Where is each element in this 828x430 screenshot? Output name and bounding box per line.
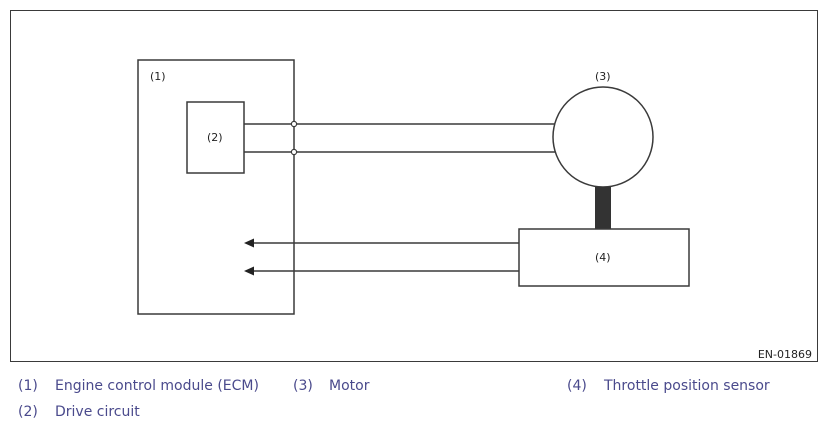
ecm-label: (1) bbox=[150, 70, 166, 83]
legend-text-2: Drive circuit bbox=[55, 404, 140, 420]
legend-row-1: (1) Engine control module (ECM) (3) Moto… bbox=[18, 378, 818, 398]
legend-text-1: Engine control module (ECM) bbox=[55, 378, 259, 394]
legend-num-3: (3) bbox=[293, 378, 313, 394]
legend-num-2: (2) bbox=[18, 404, 38, 420]
legend-num-4: (4) bbox=[567, 378, 587, 394]
signal-arrow-lower bbox=[244, 266, 254, 276]
figure-code: EN-01869 bbox=[758, 348, 812, 361]
terminal-lower bbox=[290, 148, 298, 156]
legend-text-4: Throttle position sensor bbox=[604, 378, 770, 394]
legend-row-2: (2) Drive circuit bbox=[18, 404, 418, 424]
drive-circuit-box bbox=[186, 101, 245, 174]
legend-text-3: Motor bbox=[329, 378, 370, 394]
sensor-box bbox=[518, 228, 690, 287]
sensor-label: (4) bbox=[595, 251, 611, 264]
motor-shaft bbox=[595, 187, 611, 229]
signal-arrow-upper bbox=[244, 238, 254, 248]
ecm-box bbox=[137, 59, 295, 315]
motor-label: (3) bbox=[595, 70, 611, 83]
drive-circuit-label: (2) bbox=[207, 131, 223, 144]
legend-num-1: (1) bbox=[18, 378, 38, 394]
diagram-frame bbox=[10, 10, 818, 362]
motor-circle bbox=[552, 86, 654, 188]
terminal-upper bbox=[290, 120, 298, 128]
